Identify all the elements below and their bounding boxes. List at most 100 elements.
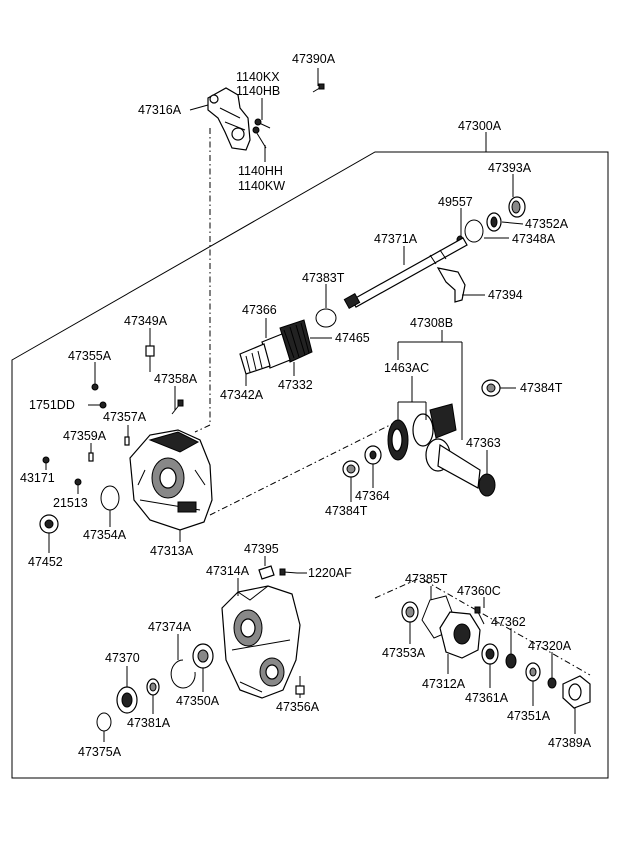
label-47314A: 47314A — [206, 564, 250, 578]
label-47384T-lower: 47384T — [325, 504, 368, 518]
label-47371A: 47371A — [374, 232, 418, 246]
label-47353A: 47353A — [382, 646, 426, 660]
ring-47362 — [505, 653, 517, 669]
plug-21513 — [74, 478, 82, 486]
label-47395: 47395 — [244, 542, 279, 556]
gasket-47354A — [100, 485, 120, 511]
label-47366: 47366 — [242, 303, 277, 317]
bolt-1140HH — [252, 126, 267, 149]
seal-47350A — [192, 643, 214, 669]
label-1463AC: 1463AC — [384, 361, 429, 375]
bolt-47349A — [145, 345, 155, 372]
label-47358A: 47358A — [154, 372, 198, 386]
label-47393A: 47393A — [488, 161, 532, 175]
leader-47352A — [501, 221, 524, 225]
flange-47389A — [562, 675, 591, 709]
label-47351A: 47351A — [507, 709, 551, 723]
shaft-47363 — [425, 438, 496, 497]
pin-47359A — [88, 452, 94, 462]
label-43171: 43171 — [20, 471, 55, 485]
label-47361A: 47361A — [465, 691, 509, 705]
label-47300A: 47300A — [458, 119, 502, 133]
label-47320A: 47320A — [528, 639, 572, 653]
seal-47393A — [508, 196, 526, 218]
pin-47357A — [124, 436, 130, 446]
snap-ring-47374A — [170, 659, 196, 689]
gear-set-1463AC — [387, 403, 457, 461]
label-47308B: 47308B — [410, 316, 453, 330]
label-47374A: 47374A — [148, 620, 192, 634]
label-47394: 47394 — [488, 288, 523, 302]
dashed-line-rear-cover — [374, 577, 591, 676]
label-47385T: 47385T — [405, 572, 448, 586]
dashed-line-plate — [209, 419, 401, 516]
bearing-47352A — [486, 212, 502, 232]
label-1140HB: 1140HB — [236, 84, 280, 98]
seal-47353A — [401, 601, 419, 623]
snap-ring-47348A — [464, 219, 484, 243]
label-47362: 47362 — [491, 615, 526, 629]
label-47357A: 47357A — [103, 410, 147, 424]
bolt-47360C — [474, 606, 485, 625]
label-47312A: 47312A — [422, 677, 466, 691]
label-47313A: 47313A — [150, 544, 194, 558]
label-47465: 47465 — [335, 331, 370, 345]
seal-47452 — [39, 514, 59, 534]
plate-47394 — [436, 267, 466, 303]
plug-43171 — [42, 456, 50, 464]
bracket-47316A — [207, 87, 251, 151]
label-47355A: 47355A — [68, 349, 112, 363]
seal-47351A — [525, 662, 541, 682]
label-47375A: 47375A — [78, 745, 122, 759]
housing-47312A — [439, 611, 481, 659]
label-47332: 47332 — [278, 378, 313, 392]
label-47389A: 47389A — [548, 736, 592, 750]
label-1140HH: 1140HH — [238, 164, 283, 178]
label-47363: 47363 — [466, 436, 501, 450]
dashed-line-bracket — [194, 128, 211, 433]
bolt-47356A — [295, 676, 305, 695]
label-47381A: 47381A — [127, 716, 171, 730]
leader-1463AC-bracket — [397, 376, 427, 420]
label-47370: 47370 — [105, 651, 140, 665]
label-47342A: 47342A — [220, 388, 264, 402]
o-ring-47383T — [315, 308, 337, 328]
label-47384T-right: 47384T — [520, 381, 563, 395]
cover-47314A — [221, 585, 301, 699]
label-47390A: 47390A — [292, 52, 336, 66]
label-47349A: 47349A — [124, 314, 168, 328]
label-47316A: 47316A — [138, 103, 182, 117]
label-1751DD: 1751DD — [29, 398, 75, 412]
leader-47308B-bracket — [397, 330, 463, 440]
label-21513: 21513 — [53, 496, 88, 510]
label-47354A: 47354A — [83, 528, 127, 542]
plug-47355A — [91, 383, 99, 391]
label-47348A: 47348A — [512, 232, 556, 246]
bolt-1220AF — [279, 568, 298, 576]
label-47360C: 47360C — [457, 584, 501, 598]
label-47364: 47364 — [355, 489, 390, 503]
clip-1751DD — [99, 401, 107, 409]
clip-47395 — [258, 565, 275, 580]
assembly-boundary — [11, 151, 609, 779]
seal-47384T-right — [481, 379, 501, 397]
bolt-47358A — [171, 399, 184, 415]
ring-47375A — [96, 712, 112, 732]
label-47452: 47452 — [28, 555, 63, 569]
label-1220AF: 1220AF — [308, 566, 352, 580]
label-47350A: 47350A — [176, 694, 220, 708]
label-47383T: 47383T — [302, 271, 345, 285]
bolt-47390A — [312, 83, 325, 93]
bearing-47370 — [116, 686, 138, 714]
nut-47320A — [547, 677, 557, 689]
seal-47364 — [364, 445, 382, 465]
leader-47316A — [189, 104, 209, 111]
bearing-47361A — [481, 643, 499, 665]
label-47359A: 47359A — [63, 429, 107, 443]
label-1140KW: 1140KW — [238, 179, 285, 193]
seal-47381A — [146, 678, 160, 696]
label-1140KX: 1140KX — [236, 70, 280, 84]
bolt-1140HB — [254, 118, 271, 129]
label-47356A: 47356A — [276, 700, 320, 714]
